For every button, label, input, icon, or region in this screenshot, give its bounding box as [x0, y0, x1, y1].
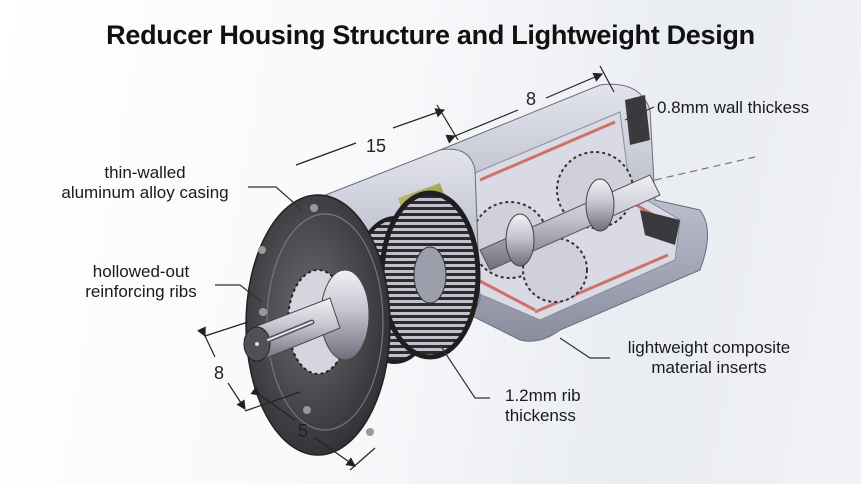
label-rib-thickness-line2: thickenss [505, 406, 576, 425]
label-rib-thickness-line1: 1.2mm rib [505, 386, 581, 405]
label-wall-thickness: 0.8mm wall thickess [657, 98, 809, 118]
label-casing-line1: thin-walled [104, 163, 186, 182]
dimension-shaft-diameter: 8 [214, 363, 225, 383]
label-ribs-line1: hollowed-out [92, 262, 190, 281]
label-inserts-line1: lightweight composite [627, 338, 791, 357]
output-housing [439, 83, 756, 342]
wall-leader [624, 106, 655, 121]
label-casing: thin-walled aluminum alloy casing [40, 163, 250, 203]
label-wall-thickness-text: 0.8mm wall thickess [657, 98, 810, 117]
bolt-hole [310, 204, 318, 212]
dimension-top-right: 8 [526, 89, 537, 109]
label-composite-inserts: lightweight composite material inserts [614, 338, 804, 378]
input-shaft [243, 297, 341, 362]
label-ribs-line2: reinforcing ribs [85, 282, 197, 301]
dimension-shaft-length: 5 [298, 421, 309, 441]
casing-leader [248, 186, 303, 211]
bolt-hole [258, 246, 266, 254]
shaft-roller [585, 178, 615, 232]
leader-lines [215, 106, 655, 399]
bolt-hole [259, 308, 267, 316]
dimension-lines [197, 65, 615, 471]
shaft-roller [505, 213, 535, 267]
bolt-hole [303, 406, 311, 414]
ribs-leader [215, 284, 263, 303]
bolt-hole [366, 428, 374, 436]
centerline [654, 156, 756, 181]
label-casing-line2: aluminum alloy casing [61, 183, 229, 202]
rib-thickness-leader [439, 344, 490, 399]
diagram-title: Reducer Housing Structure and Lightweigh… [106, 20, 755, 50]
label-rib-thickness: 1.2mm rib thickenss [505, 386, 581, 426]
label-inserts-line2: material inserts [651, 358, 767, 377]
dimension-top-left: 15 [366, 136, 387, 156]
label-ribs: hollowed-out reinforcing ribs [66, 262, 216, 302]
inserts-leader [559, 337, 610, 359]
